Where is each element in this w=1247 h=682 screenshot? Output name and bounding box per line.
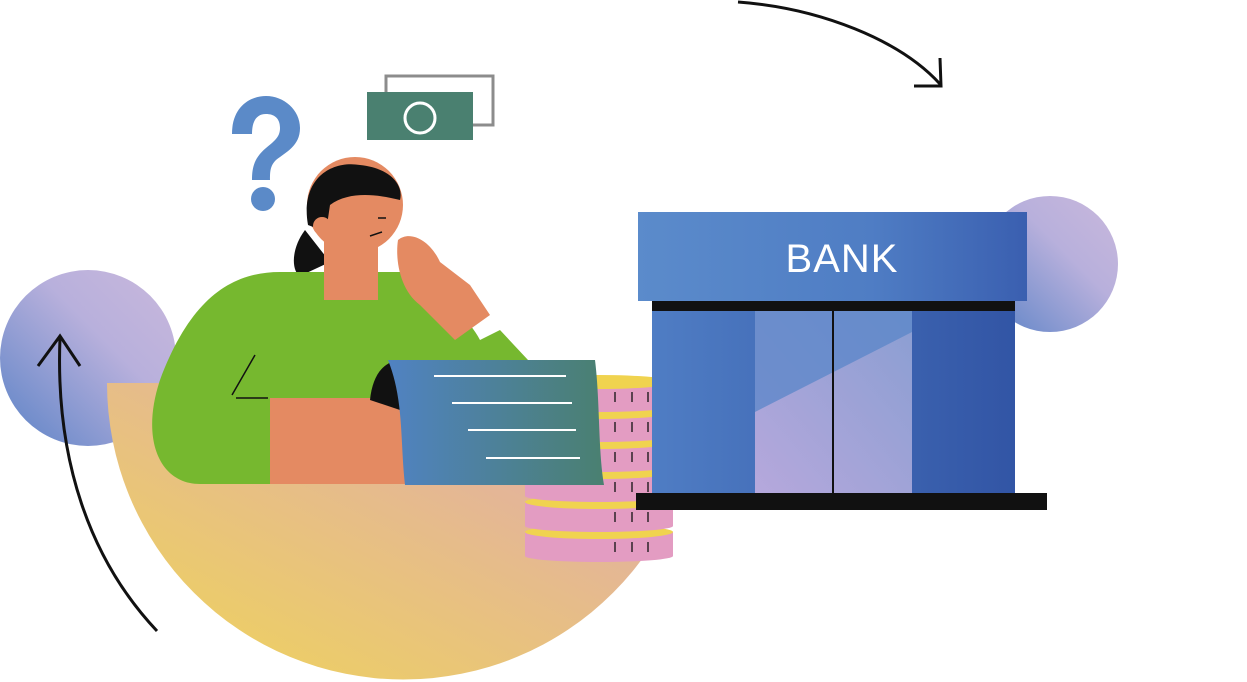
question-mark-icon — [232, 96, 300, 211]
person-figure — [152, 157, 528, 484]
left-arrow-icon — [58, 337, 159, 633]
left-arrowhead — [36, 333, 82, 367]
bank-building: BANK — [636, 212, 1047, 510]
top-arrowhead — [914, 57, 943, 88]
bank-roof — [638, 212, 1027, 301]
top-arrow-icon — [737, 0, 942, 86]
document-paper — [388, 360, 604, 485]
money-bill-icon — [367, 74, 495, 140]
bank-sign: BANK — [786, 237, 899, 281]
